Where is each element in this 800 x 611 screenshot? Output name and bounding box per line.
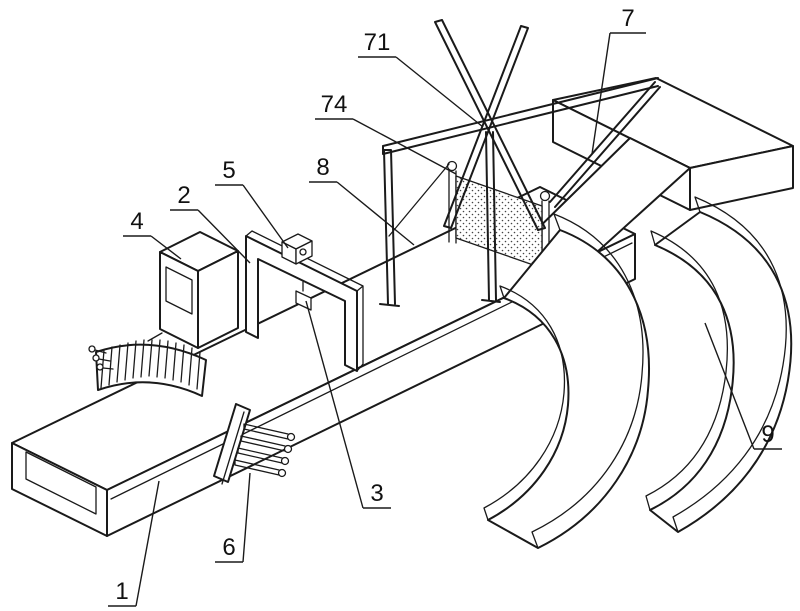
console-screen xyxy=(165,266,193,315)
leader-74 xyxy=(315,118,457,175)
label-7-text: 7 xyxy=(621,5,634,32)
chute-b-outer-rim xyxy=(672,196,787,533)
chute-b-inner-rim xyxy=(645,230,729,511)
label-71-text: 71 xyxy=(364,29,391,56)
rack-rail-2 xyxy=(221,411,245,485)
control-console xyxy=(147,231,239,349)
rack-roller-end-4 xyxy=(277,468,287,478)
gantry-portal xyxy=(245,235,358,372)
mesh-post-left-knob xyxy=(446,160,458,172)
label-2-text: 2 xyxy=(177,182,190,209)
ref-label-71: 71 xyxy=(358,29,484,128)
leader-9 xyxy=(704,322,782,450)
label-9-text: 9 xyxy=(761,421,774,448)
ref-label-1: 1 xyxy=(108,480,160,607)
leader-1 xyxy=(108,480,160,607)
brush-connector-3 xyxy=(96,363,104,371)
mesh-dot-fill xyxy=(456,176,542,268)
leader-8 xyxy=(309,181,415,246)
label-3-text: 3 xyxy=(370,480,383,507)
ref-label-9: 9 xyxy=(704,322,782,450)
leader-7 xyxy=(591,32,646,155)
label-5-text: 5 xyxy=(222,157,235,184)
leader-71 xyxy=(358,56,484,128)
leader-6 xyxy=(215,472,251,563)
mesh-post-right-knob xyxy=(539,190,551,202)
platform-right-wall xyxy=(689,145,794,211)
label-6-text: 6 xyxy=(222,534,235,561)
ref-label-3: 3 xyxy=(305,300,391,509)
chute-a-inner-rim xyxy=(483,285,566,521)
brush-stems xyxy=(94,349,114,370)
rack-prongs xyxy=(234,423,289,476)
brush-band xyxy=(95,343,207,397)
roller-rack xyxy=(213,403,296,485)
ref-label-8: 8 xyxy=(309,154,415,246)
leader-4 xyxy=(123,235,182,260)
conveyor-trough-lines xyxy=(25,451,97,515)
frame-brace xyxy=(388,163,450,237)
ref-label-74: 74 xyxy=(315,91,457,175)
frame-mid-leg xyxy=(481,131,501,303)
leader-2 xyxy=(170,209,251,264)
leader-3 xyxy=(305,300,391,509)
leader-5 xyxy=(215,184,289,249)
brush-connector-1 xyxy=(88,345,96,353)
gantry-frame xyxy=(245,230,364,372)
label-74-text: 74 xyxy=(321,91,348,118)
brush-connector-2 xyxy=(92,354,100,362)
sensor-box-port xyxy=(299,248,307,256)
brush-unit xyxy=(88,339,207,397)
reference-labels: 7 71 74 5 2 8 4 3 xyxy=(108,5,782,607)
console-bracket-line xyxy=(147,332,163,342)
chute-a-outer-rim xyxy=(531,213,644,549)
label-4-text: 4 xyxy=(130,208,143,235)
console-side-face xyxy=(197,250,239,349)
label-1-text: 1 xyxy=(115,578,128,605)
ref-label-6: 6 xyxy=(215,472,251,563)
mesh-gate xyxy=(446,160,551,274)
curved-chute-inner xyxy=(483,213,650,549)
label-8-text: 8 xyxy=(316,154,329,181)
frame-cross-member-1 xyxy=(434,19,546,231)
ref-label-5: 5 xyxy=(215,157,289,249)
ref-label-2: 2 xyxy=(170,182,251,264)
rack-roller-end-3 xyxy=(280,456,290,466)
ref-label-4: 4 xyxy=(123,208,182,260)
ref-label-7: 7 xyxy=(591,5,646,155)
frame-right-strut xyxy=(549,81,661,208)
curved-chute-outer xyxy=(645,196,793,533)
rack-roller-end-2 xyxy=(283,444,293,454)
rack-roller-end-1 xyxy=(286,432,296,442)
